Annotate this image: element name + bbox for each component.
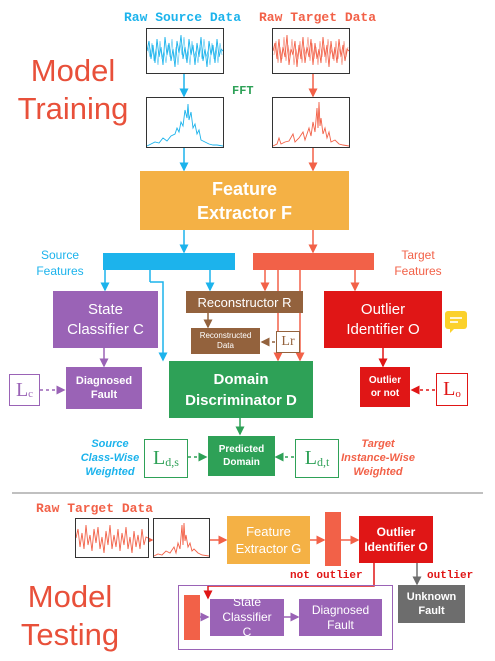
state-classifier-c: State Classifier C: [53, 291, 158, 348]
test-classifier-container: [178, 585, 393, 650]
outlier-or-not: Outlier or not: [360, 367, 410, 407]
test-state-classifier-c: State Classifier C: [210, 595, 284, 639]
domain-discriminator-d: Domain Discriminator D: [169, 361, 313, 418]
feature-extractor-f: Feature Extractor F: [140, 171, 349, 230]
raw-source-label: Raw Source Data: [124, 10, 242, 25]
waveform-icon: [75, 524, 149, 554]
unknown-fault: Unknown Fault: [398, 585, 465, 623]
fft-source-plot: [146, 97, 224, 148]
spectrum-icon: [146, 103, 224, 147]
test-raw-target-label: Raw Target Data: [36, 501, 154, 516]
waveform-icon: [272, 34, 350, 68]
feature-extractor-g: Feature Extractor G: [227, 516, 310, 564]
predicted-domain: Predicted Domain: [208, 436, 275, 476]
test-diagnosed-fault: Diagnosed Fault: [299, 599, 382, 636]
test-raw-target-plot: [75, 518, 149, 558]
spectrum-icon: [153, 522, 210, 557]
chat-bubble-icon: [444, 310, 468, 334]
test-feature-bar-2: [184, 595, 200, 640]
raw-target-label: Raw Target Data: [259, 10, 377, 25]
spectrum-icon: [272, 101, 350, 147]
fft-target-plot: [272, 97, 350, 148]
source-features-label: Source Features: [36, 248, 84, 278]
waveform-icon: [146, 34, 224, 68]
fft-label: FFT: [232, 84, 254, 98]
training-title: Model Training: [17, 53, 129, 126]
test-fft-plot: [153, 518, 210, 558]
source-features-bar: [103, 253, 235, 270]
raw-source-signal-plot: [146, 28, 224, 74]
target-features-bar: [253, 253, 374, 270]
loss-r-box: Lr: [276, 331, 300, 353]
raw-target-signal-plot: [272, 28, 350, 74]
reconstructor-r: Reconstructor R: [186, 291, 303, 313]
testing-title: Model Testing: [20, 579, 120, 652]
outlier-label: outlier: [427, 570, 474, 582]
test-feature-bar: [325, 512, 341, 566]
source-weighted-label: Source Class-Wise Weighted: [80, 438, 140, 478]
diagnosed-fault: Diagnosed Fault: [66, 367, 142, 409]
not-outlier-label: not outlier: [290, 570, 363, 582]
target-weighted-label: Target Instance-Wise Weighted: [341, 438, 415, 478]
target-features-label: Target Features: [394, 248, 442, 278]
test-outlier-identifier-o: Outlier Identifier O: [359, 516, 433, 563]
reconstructed-data: Reconstructed Data: [191, 328, 260, 354]
outlier-identifier-o: Outlier Identifier O: [324, 291, 442, 348]
